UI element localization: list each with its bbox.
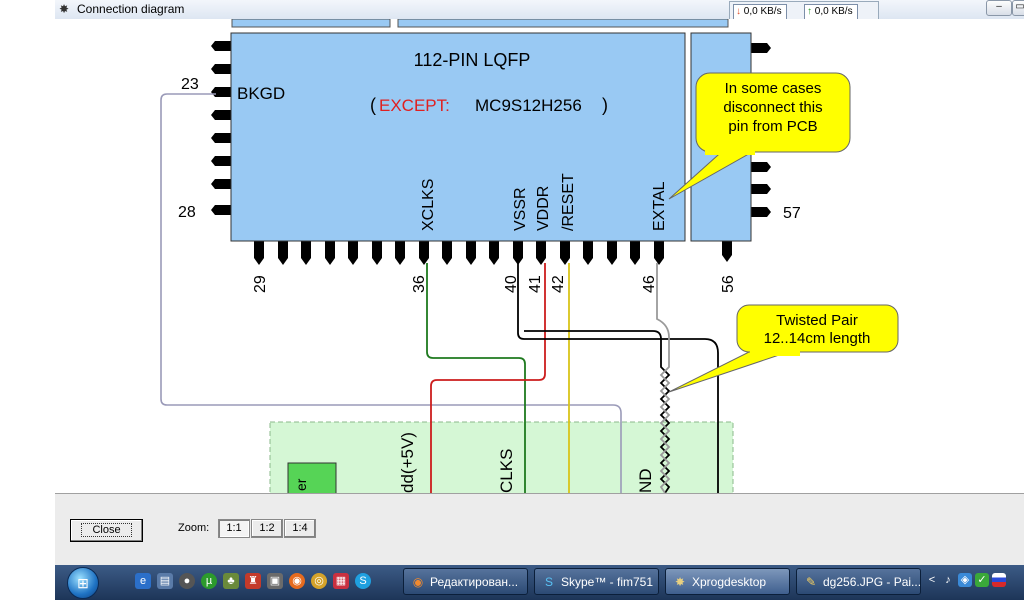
pin-number-46: 46 — [641, 275, 658, 293]
skype-icon: S — [544, 575, 553, 589]
zoom-1-4-button[interactable]: 1:4 — [284, 519, 316, 538]
upload-rate-value: 0,0 KB/s — [814, 6, 853, 17]
wire-xclks — [426, 263, 526, 493]
minimize-button[interactable]: – — [986, 0, 1012, 16]
wire-bkgd — [160, 93, 622, 493]
adapter-block — [287, 462, 337, 493]
task-xprog[interactable]: ✸ Xprogdesktop — [665, 568, 790, 595]
pin-number-40: 40 — [503, 275, 520, 293]
pin-number-29: 29 — [252, 275, 269, 293]
restore-button[interactable]: ▭ — [1012, 0, 1024, 16]
chrome-icon[interactable]: ◎ — [311, 573, 327, 589]
callout-extal: In some cases disconnect this pin from P… — [668, 72, 851, 200]
upper-box-right — [397, 19, 729, 28]
pin-number-28: 28 — [178, 204, 196, 221]
upload-arrow-icon: ↑ — [807, 6, 812, 17]
left-pins — [211, 41, 231, 215]
task-skype-label: Skype™ - fim751 — [561, 575, 654, 589]
app-icon: ✸ — [59, 2, 70, 16]
adapter-small-label: er — [293, 478, 309, 491]
download-rate: ↓ 0,0 KB/s — [733, 4, 787, 20]
reset-label: /RESET — [560, 173, 577, 231]
language-flag-icon[interactable] — [992, 573, 1006, 587]
task-firefox[interactable]: ◉ Редактирован... — [403, 568, 528, 595]
pin-number-57: 57 — [783, 205, 801, 222]
except-model: MC9S12H256 — [475, 96, 582, 115]
bottom-pins — [254, 241, 732, 265]
ie-icon[interactable]: e — [135, 573, 151, 589]
window-title: Connection diagram — [77, 2, 185, 16]
firefox-quick-icon[interactable]: ◉ — [289, 573, 305, 589]
calc-icon[interactable]: ▦ — [333, 573, 349, 589]
upload-rate: ↑ 0,0 KB/s — [804, 4, 858, 20]
zoom-1-1-button[interactable]: 1:1 — [218, 519, 250, 538]
xclks-label: XCLKS — [420, 179, 437, 231]
callout-twisted-line2: 12..14cm length — [764, 330, 871, 347]
folder-icon[interactable]: ▣ — [267, 573, 283, 589]
task-firefox-label: Редактирован... — [430, 575, 519, 589]
pin-number-41: 41 — [527, 275, 544, 293]
utorrent-icon[interactable]: µ — [201, 573, 217, 589]
volume-icon[interactable]: ♪ — [945, 574, 951, 586]
start-button[interactable]: ⊞ — [67, 567, 99, 599]
task-xprog-label: Xprogdesktop — [692, 575, 767, 589]
wire-extal-twisted — [656, 263, 671, 493]
game-icon[interactable]: ♜ — [245, 573, 261, 589]
except-paren-close: ) — [602, 95, 608, 115]
diagram-canvas[interactable]: 112-PIN LQFP ( EXCEPT: MC9S12H256 ) BKGD… — [55, 19, 1024, 493]
desktop-edge — [0, 0, 55, 600]
extal-label: EXTAL — [651, 181, 668, 231]
upper-box-left — [231, 19, 391, 28]
callout-extal-line3: pin from PCB — [728, 118, 817, 135]
vssr-label: VSSR — [512, 187, 529, 231]
bkgd-label: BKGD — [237, 84, 285, 103]
adapter-board — [269, 421, 734, 493]
firefox-icon: ◉ — [412, 575, 424, 589]
connection-diagram: 112-PIN LQFP ( EXCEPT: MC9S12H256 ) BKGD… — [160, 19, 899, 493]
security-icon[interactable]: ✓ — [975, 573, 989, 587]
task-paint-label: dg256.JPG - Pai... — [823, 575, 921, 589]
close-button-label: Close — [81, 523, 132, 537]
pin-number-56: 56 — [720, 275, 737, 293]
chip-title: 112-PIN LQFP — [414, 50, 531, 70]
control-bar: Close Zoom: 1:1 1:2 1:4 — [55, 493, 1024, 566]
tray-expand-icon[interactable]: < — [928, 574, 936, 586]
media-icon[interactable]: ● — [179, 573, 195, 589]
task-skype[interactable]: S Skype™ - fim751 — [534, 568, 659, 595]
notepad-icon[interactable]: ▤ — [157, 573, 173, 589]
right-pins — [751, 43, 771, 217]
taskbar: ⊞ e ▤ ● µ ♣ ♜ ▣ ◉ ◎ ▦ S ◉ Редактирован...… — [55, 565, 1024, 600]
except-paren-open: ( — [370, 95, 376, 115]
callout-extal-line2: disconnect this — [723, 99, 822, 116]
adapter-clks-label: CLKS — [497, 449, 516, 493]
wire-vddr — [430, 263, 546, 493]
xprog-icon: ✸ — [674, 575, 686, 589]
adapter-vdd-label: dd(+5V) — [398, 432, 417, 493]
chip-body — [230, 32, 686, 242]
download-rate-value: 0,0 KB/s — [743, 6, 782, 17]
download-arrow-icon: ↓ — [736, 6, 741, 17]
callout-twisted-line1: Twisted Pair — [776, 312, 858, 329]
tool-icon[interactable]: ♣ — [223, 573, 239, 589]
wire-gnd-twisted — [524, 330, 671, 493]
zoom-1-2-button[interactable]: 1:2 — [251, 519, 283, 538]
pin-number-23: 23 — [181, 76, 199, 93]
vddr-label: VDDR — [535, 186, 552, 231]
callout-extal-line1: In some cases — [725, 80, 822, 97]
wire-vssr — [517, 263, 719, 493]
paint-icon: ✎ — [805, 575, 817, 589]
task-paint[interactable]: ✎ dg256.JPG - Pai... — [796, 568, 921, 595]
close-button[interactable]: Close — [70, 519, 143, 542]
pin-number-42: 42 — [550, 275, 567, 293]
network-icon[interactable]: ◈ — [958, 573, 972, 587]
pin-number-36: 36 — [411, 275, 428, 293]
except-label: EXCEPT: — [379, 96, 450, 115]
skype-quick-icon[interactable]: S — [355, 573, 371, 589]
zoom-label: Zoom: — [178, 522, 210, 534]
callout-twisted-pair: Twisted Pair 12..14cm length — [668, 304, 899, 393]
adapter-gnd-label: ND — [636, 468, 655, 493]
